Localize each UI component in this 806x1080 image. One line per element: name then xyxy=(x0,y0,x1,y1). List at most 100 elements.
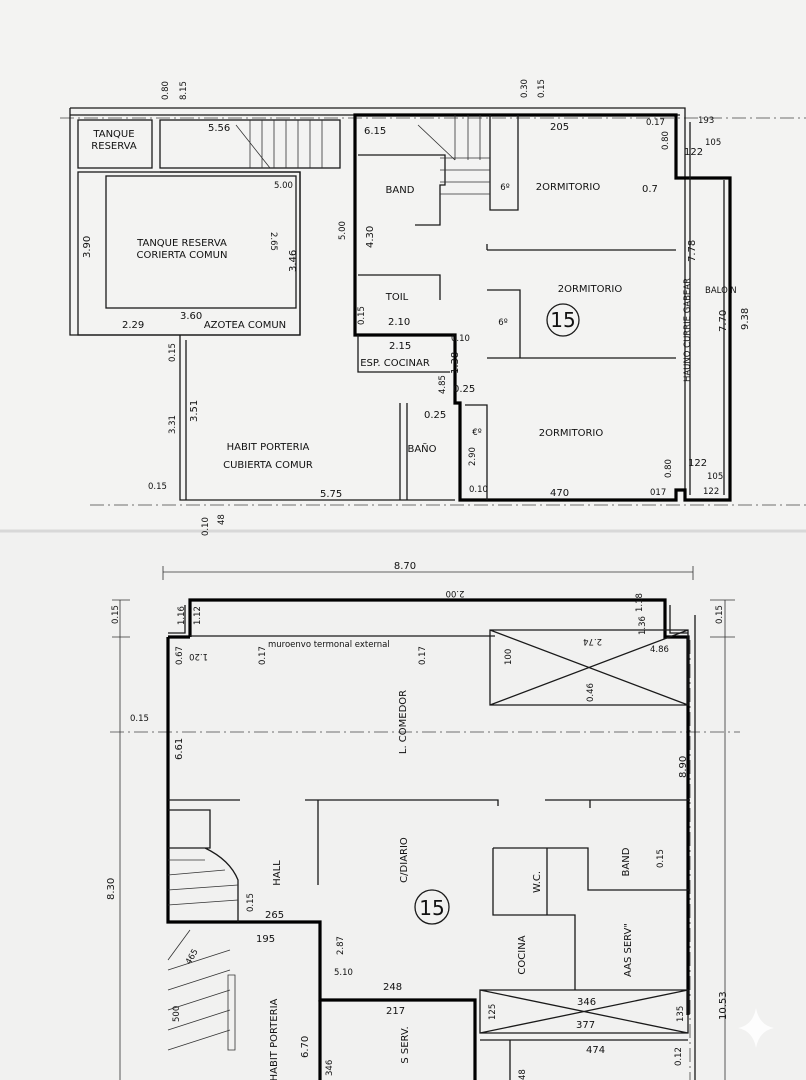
top-floor-plan: 15 TANQUE RESERVA TANQUE RESERVA CORIERT… xyxy=(60,79,806,536)
dimension: 0.15 xyxy=(246,893,256,912)
dimension: 100 xyxy=(504,649,514,665)
dimension: 205 xyxy=(550,122,569,133)
dimension: 0.25 xyxy=(453,384,475,395)
unit-number-circle xyxy=(414,889,450,925)
closet-label: 6º xyxy=(498,318,507,328)
dimension: 0.17 xyxy=(418,646,428,665)
dimension: 5.75 xyxy=(320,489,342,500)
room-label: S SERV. xyxy=(400,1026,411,1063)
dimension: 10.53 xyxy=(718,991,729,1020)
dimension: 1.38 xyxy=(450,352,461,374)
dimension: 2.90 xyxy=(468,447,478,466)
room-label: CORIERTA COMUN xyxy=(137,250,228,261)
dimension: 2.15 xyxy=(389,341,411,352)
dimension: 2.74 xyxy=(583,636,602,646)
dimension: 193 xyxy=(698,116,714,126)
dimension: 217 xyxy=(386,1006,405,1017)
dimension: 4.86 xyxy=(650,645,669,655)
dimension: 8.70 xyxy=(394,561,416,572)
dimension: 1.36 xyxy=(638,616,648,635)
dimension: 0.15 xyxy=(357,306,367,325)
dimension: 474 xyxy=(586,1045,605,1056)
room-label: COCINA xyxy=(517,935,528,974)
unit-15-outline xyxy=(353,113,732,502)
dimension: 2.87 xyxy=(336,936,346,955)
dimension: 377 xyxy=(576,1020,595,1031)
dimension: 0.12 xyxy=(674,1047,684,1066)
dimension: 1.18 xyxy=(635,593,645,612)
dimension: 0.17 xyxy=(258,646,268,665)
dimension: 265 xyxy=(265,910,284,921)
dimension: 8.90 xyxy=(678,756,689,778)
dimension: 7.70 xyxy=(718,310,729,332)
room-label: AZOTEA COMUN xyxy=(204,320,286,331)
room-label: TANQUE RESERVA xyxy=(136,238,227,249)
dimension: 0.80 xyxy=(161,81,171,100)
dimension: 3.90 xyxy=(82,236,93,258)
unit-15-outline xyxy=(166,598,690,1080)
dimension: 2.29 xyxy=(122,320,144,331)
dimension: 2.10 xyxy=(388,317,410,328)
note-label: muroenvo termonal external xyxy=(268,640,390,650)
room-label: HABIT PORTERIA xyxy=(269,998,280,1080)
dimension: 0.17 xyxy=(646,118,665,128)
ground-floor-plan: 15 L. COMEDOR C/DIARIO HALL W.C. BAND CO… xyxy=(106,561,740,1080)
dimension: 0.46 xyxy=(586,683,596,702)
room-label: W.C. xyxy=(532,871,543,893)
room-label: TOIL xyxy=(385,292,409,303)
room-label: 2ORMITORIO xyxy=(558,284,623,295)
room-label: ESP. COCINAR xyxy=(360,358,430,369)
tanque-comun-inner xyxy=(105,175,297,309)
room-label: CUBIERTA COMUR xyxy=(223,460,313,471)
dimension: 5.10 xyxy=(334,968,353,978)
dimension: 0.25 xyxy=(424,410,446,421)
unit-number-circle xyxy=(546,303,580,337)
dimension: 5.00 xyxy=(274,181,293,191)
room-label: BAND xyxy=(621,847,632,876)
dimension: 0.7 xyxy=(642,184,658,195)
dimension: 470 xyxy=(550,488,569,499)
dimension: 2.00 xyxy=(446,588,465,598)
dimension: 0.15 xyxy=(111,605,121,624)
dimension: 48 xyxy=(217,514,227,525)
dimension: 346 xyxy=(577,997,596,1008)
closet-label: 6º xyxy=(500,183,509,193)
dimension: 500 xyxy=(172,1006,182,1022)
closet-label: €º xyxy=(472,428,481,438)
dimension: 195 xyxy=(256,934,275,945)
dimension: 0.15 xyxy=(537,79,547,98)
dimension: 465 xyxy=(184,947,201,966)
tanque-reserva-box xyxy=(77,119,153,169)
upper-page xyxy=(0,0,806,530)
dimension: 2.65 xyxy=(268,232,278,251)
dimension: 3.46 xyxy=(288,250,299,272)
dimension: 0.80 xyxy=(661,131,671,150)
dimension: 017 xyxy=(650,488,666,498)
room-label: HALL xyxy=(272,860,283,886)
room-label: BAÑO xyxy=(407,442,436,455)
dimension: 135 xyxy=(676,1006,686,1022)
dimension: 1.16 xyxy=(177,606,187,625)
dimension: 1.20 xyxy=(189,651,208,661)
dimension: 346 xyxy=(325,1060,335,1076)
dimension: 122 xyxy=(703,487,719,497)
dimension: 8.30 xyxy=(106,878,117,900)
dimension: 6.70 xyxy=(300,1036,311,1058)
dimension: 105 xyxy=(707,472,723,482)
dimension: 6.15 xyxy=(364,126,386,137)
dimension: 0.10 xyxy=(451,334,470,344)
room-label: C/DIARIO xyxy=(399,837,410,883)
dimension: 0.15 xyxy=(130,714,149,724)
dimension: 8.15 xyxy=(179,81,189,100)
dimension: 125 xyxy=(488,1004,498,1020)
room-label: L. COMEDOR xyxy=(398,690,409,754)
room-label: HAUNO CURRIE GABEAR xyxy=(683,278,693,382)
dimension: 0.10 xyxy=(201,517,211,536)
dimension: 5.00 xyxy=(338,221,348,240)
dimension: 105 xyxy=(705,138,721,148)
dimension: 3.31 xyxy=(168,415,178,434)
dimension: 0.67 xyxy=(175,646,185,665)
unit-number: 15 xyxy=(550,308,575,332)
dimension: 0.10 xyxy=(469,485,488,495)
